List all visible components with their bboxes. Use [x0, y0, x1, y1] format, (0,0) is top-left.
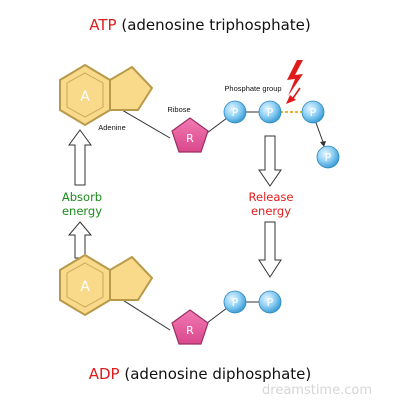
release-label-line2: energy: [251, 204, 291, 218]
ribose-symbol: R: [186, 132, 194, 145]
arrow-up-icon: [68, 129, 92, 186]
adp-abbr: ADP: [88, 365, 120, 383]
release-label-line1: Release: [249, 190, 294, 204]
atp-title: ATP (adenosine triphosphate): [0, 16, 400, 34]
phosphate-symbol: P: [325, 151, 332, 164]
adp-molecule: A R P P: [59, 253, 282, 345]
ribose-label: Ribose: [167, 105, 190, 114]
phosphate-symbol: P: [267, 106, 274, 119]
phosphate-atp-1: P: [223, 100, 247, 124]
ribose-molecule: R: [171, 117, 209, 153]
phosphate-adp-1: P: [223, 290, 247, 314]
adenine-molecule: A: [59, 253, 154, 317]
adenine-molecule: A: [59, 63, 154, 127]
absorb-label-line1: Absorb: [62, 190, 102, 204]
phosphate-atp-2: P: [258, 100, 282, 124]
phosphate-symbol: P: [232, 296, 239, 309]
atp-molecule: A Adenine R Ribose Phosphate group P P P…: [59, 60, 340, 169]
arrow-down-icon: [258, 135, 282, 187]
phosphate-symbol: P: [267, 296, 274, 309]
adp-fullname: (adenosine diphosphate): [124, 365, 312, 383]
atp-abbr: ATP: [89, 16, 117, 34]
adenine-label: Adenine: [98, 123, 126, 132]
ribose-molecule: R: [171, 309, 209, 345]
split-arrowhead: [320, 141, 326, 147]
ribose-symbol: R: [186, 324, 194, 337]
phosphate-group-label: Phosphate group: [224, 84, 281, 93]
phosphate-atp-3: P: [301, 100, 325, 124]
lightning-icon: [286, 60, 303, 104]
phosphate-adp-2: P: [258, 290, 282, 314]
phosphate-symbol: P: [232, 106, 239, 119]
adenine-symbol: A: [80, 89, 90, 105]
phosphate-symbol: P: [310, 106, 317, 119]
adp-title: ADP (adenosine diphosphate): [0, 365, 400, 383]
absorb-label-line2: energy: [62, 204, 102, 218]
watermark: dreamstime.com: [262, 383, 372, 398]
atp-fullname: (adenosine triphosphate): [121, 16, 311, 34]
adenine-symbol: A: [80, 279, 90, 295]
arrow-up-icon: [67, 221, 93, 259]
phosphate-released: P: [316, 145, 340, 169]
arrow-down-icon: [258, 221, 282, 278]
